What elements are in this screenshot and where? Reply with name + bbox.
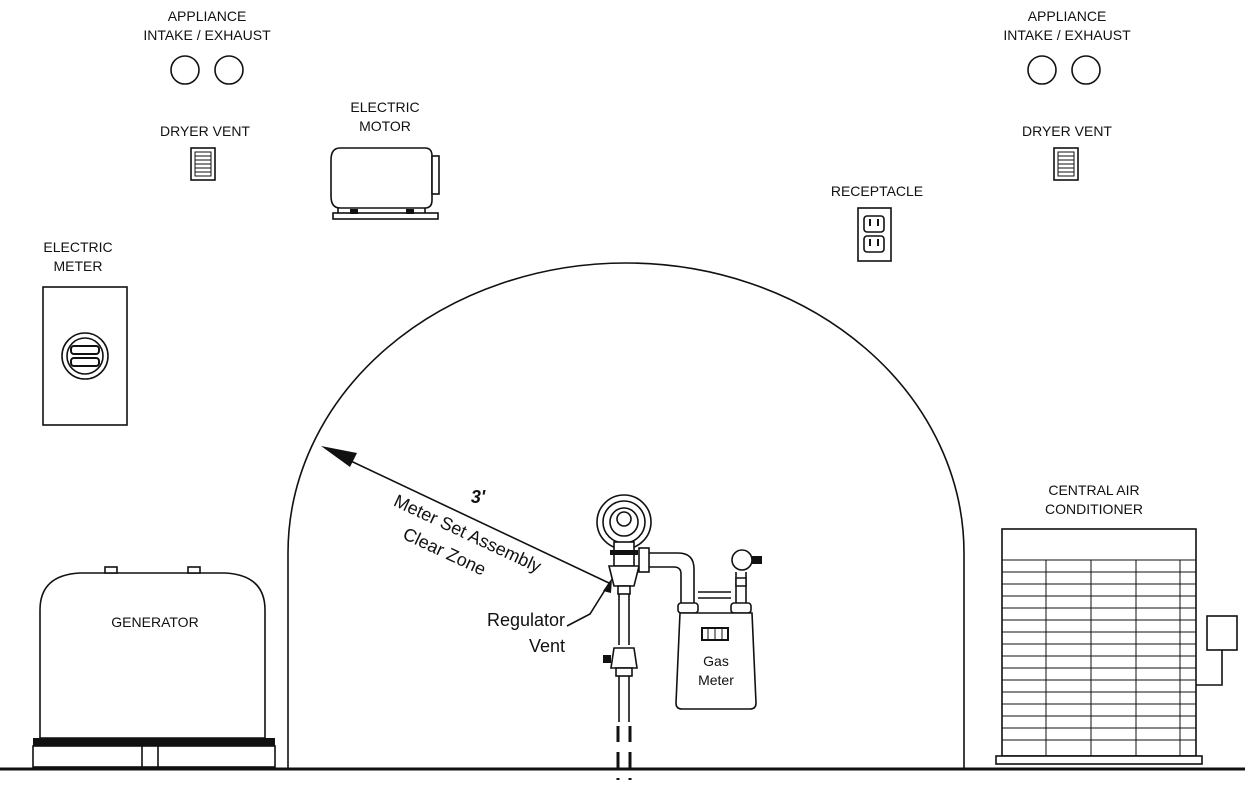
appliance-right-label-1: APPLIANCE: [1028, 8, 1107, 24]
appliance-right-label-2: INTAKE / EXHAUST: [1003, 27, 1131, 43]
dryer-vent-right: DRYER VENT: [1022, 123, 1112, 181]
dryer-vent-icon: [190, 147, 216, 181]
intake-port-icon: [170, 55, 200, 85]
gas-meter: Gas Meter: [675, 549, 762, 710]
intake-port-icon: [1027, 55, 1057, 85]
gas-regulator: [566, 494, 695, 780]
receptacle: RECEPTACLE: [831, 183, 923, 262]
regulator-vent-label-2: Vent: [529, 636, 565, 656]
electric-meter-icon: [42, 286, 128, 426]
ac-label-1: CENTRAL AIR: [1048, 482, 1139, 498]
appliance-intake-right: APPLIANCE INTAKE / EXHAUST: [1003, 8, 1131, 85]
appliance-intake-left: APPLIANCE INTAKE / EXHAUST: [143, 8, 271, 85]
meter-label-2: METER: [54, 258, 103, 274]
dryer-vent-icon: [1053, 147, 1079, 181]
appliance-left-label-1: APPLIANCE: [168, 8, 247, 24]
generator-label: GENERATOR: [111, 614, 198, 630]
clear-zone-arch: [287, 262, 965, 769]
meter-label-1: ELECTRIC: [43, 239, 112, 255]
dryer-right-label: DRYER VENT: [1022, 123, 1112, 139]
generator-icon: [32, 566, 276, 768]
generator: GENERATOR: [32, 566, 276, 768]
dryer-left-label: DRYER VENT: [160, 123, 250, 139]
receptacle-icon: [857, 207, 892, 262]
gas-meter-label-2: Meter: [698, 672, 734, 688]
motor-label-1: ELECTRIC: [350, 99, 419, 115]
electric-motor-icon: [330, 147, 440, 220]
gas-meter-icon: [675, 549, 762, 710]
appliance-left-label-2: INTAKE / EXHAUST: [143, 27, 271, 43]
clearance-distance-arrow: [321, 446, 610, 584]
motor-label-2: MOTOR: [359, 118, 411, 134]
distance-label: 3': [471, 487, 486, 507]
electric-meter: ELECTRIC METER: [42, 239, 128, 426]
regulator-vent-label-1: Regulator: [487, 610, 565, 630]
central-air-conditioner: CENTRAL AIR CONDITIONER: [995, 482, 1238, 765]
receptacle-label: RECEPTACLE: [831, 183, 923, 199]
exhaust-port-icon: [1071, 55, 1101, 85]
exhaust-port-icon: [214, 55, 244, 85]
electric-motor: ELECTRIC MOTOR: [330, 99, 440, 220]
ac-label-2: CONDITIONER: [1045, 501, 1143, 517]
dryer-vent-left: DRYER VENT: [160, 123, 250, 181]
gas-meter-label-1: Gas: [703, 653, 729, 669]
air-conditioner-icon: [995, 528, 1238, 765]
ac-fins: [1002, 571, 1196, 741]
regulator-icon: [596, 494, 652, 595]
shutoff-valve-icon: [603, 647, 638, 677]
